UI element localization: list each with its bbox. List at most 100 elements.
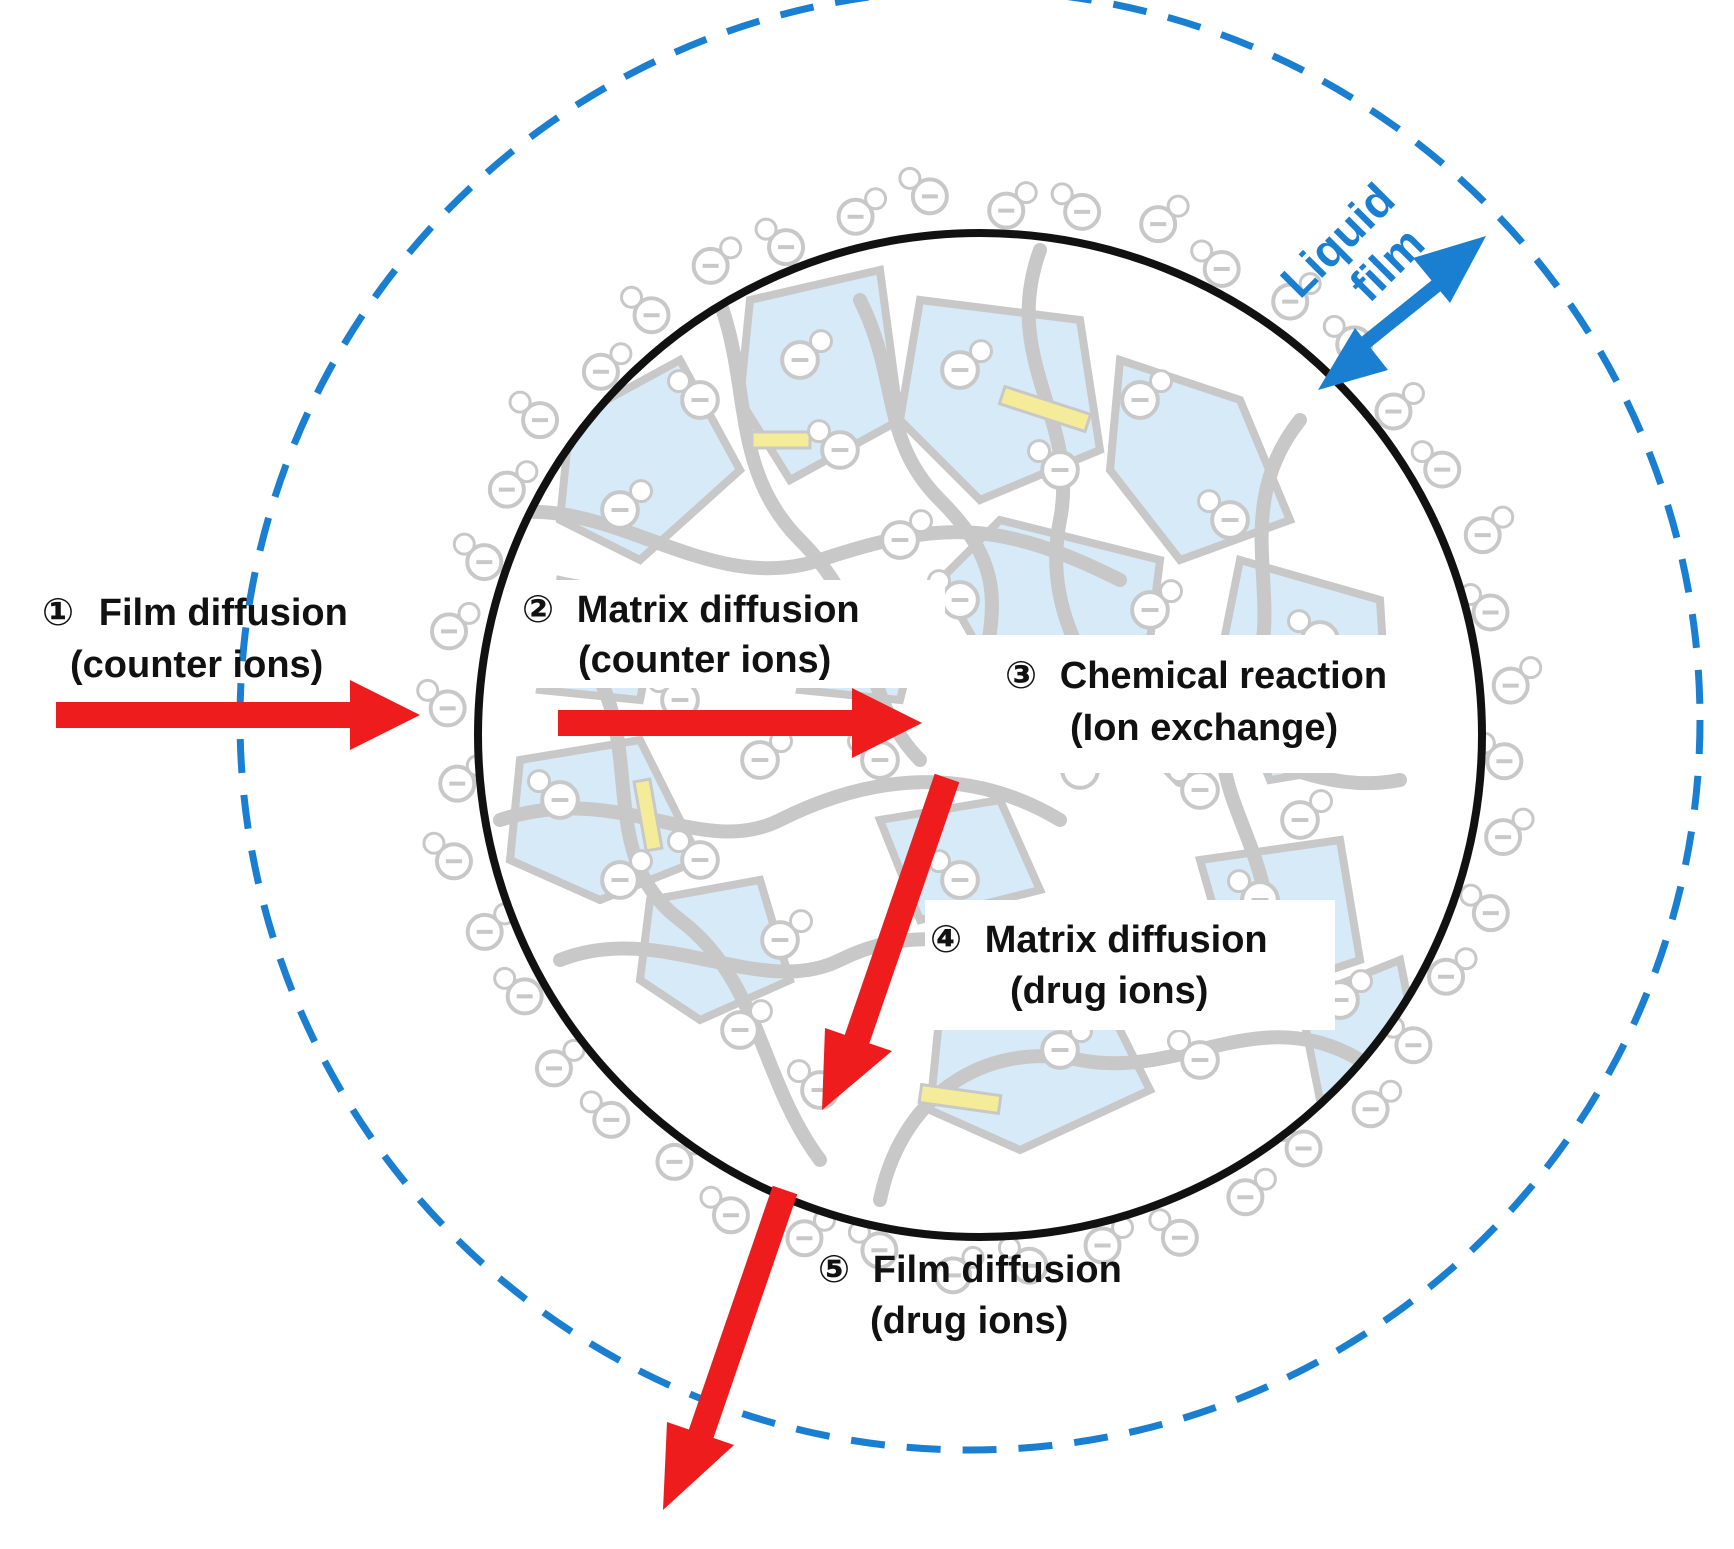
- ion-pair: [508, 390, 560, 440]
- step-3-number: ③: [1005, 655, 1037, 697]
- ion-pair: [452, 532, 504, 582]
- ion-pair: [1459, 883, 1510, 933]
- ion-pair: [600, 479, 653, 530]
- step-3-label-background: [945, 635, 1430, 773]
- ion-pair: [880, 509, 933, 560]
- ion-pair: [1271, 272, 1322, 321]
- counter-ion: [789, 909, 813, 934]
- ion-pair: [1463, 505, 1515, 555]
- counter-ion: [1050, 182, 1074, 206]
- step-4-number: ④: [930, 919, 962, 961]
- ion-pair: [847, 1220, 899, 1270]
- step-4-detail: (drug ions): [1010, 970, 1208, 1012]
- polymer-chain: [693, 253, 927, 767]
- ion-pair: [1226, 1167, 1277, 1217]
- ion-pair: [487, 460, 539, 509]
- ion-pair: [600, 849, 653, 900]
- step-2-number: ②: [522, 589, 554, 631]
- ion-pair: [1148, 1208, 1199, 1257]
- counter-ion: [864, 187, 888, 211]
- polymer-chain: [493, 775, 1067, 839]
- ion-pair: [620, 285, 671, 335]
- ion-pair: [760, 909, 813, 960]
- counter-ion: [1309, 789, 1333, 814]
- ion-pair: [1374, 381, 1425, 431]
- ion-pair: [1410, 440, 1462, 489]
- step-5-arrow: [663, 1185, 798, 1510]
- counter-ion: [969, 339, 993, 364]
- resin-bead-outline: [474, 229, 1486, 1241]
- step-2-label-background: [515, 580, 945, 688]
- step-5-detail: (drug ions): [870, 1300, 1068, 1342]
- step-5-label: ⑤ Film diffusion (drug ions): [818, 1249, 1132, 1342]
- step-1-arrow: [56, 680, 420, 750]
- counter-ion: [1410, 440, 1434, 464]
- step-3-title: Chemical reaction: [1060, 655, 1387, 697]
- counter-ion: [898, 166, 922, 190]
- step-2-title: Matrix diffusion: [577, 589, 860, 631]
- counter-ion: [1253, 1167, 1277, 1191]
- ion-pair: [581, 342, 633, 391]
- crosslink: [917, 1082, 1003, 1116]
- step-2-arrow: [558, 688, 922, 758]
- counter-ion: [1148, 1208, 1172, 1232]
- ion-pair: [422, 831, 473, 881]
- counter-ion: [909, 509, 933, 534]
- counter-ion: [609, 342, 633, 366]
- step-4-title: Matrix diffusion: [985, 919, 1268, 961]
- ion-pair: [416, 678, 467, 728]
- ion-pair: [754, 217, 806, 267]
- counter-ion: [1459, 883, 1483, 907]
- counter-ion: [667, 829, 691, 854]
- ion-pair: [933, 1245, 985, 1295]
- liquid-film-boundary: [236, 0, 1704, 1454]
- polymer-chain: [853, 293, 999, 687]
- ion-pair: [940, 339, 993, 390]
- step-1-label: ① Film diffusion (counter ions): [42, 592, 358, 686]
- ion-pair: [691, 236, 743, 285]
- counter-ion: [1190, 239, 1214, 263]
- ion-pair: [1351, 1079, 1403, 1129]
- liquid-film-double-arrow: [1345, 267, 1457, 361]
- ion-pair: [527, 769, 580, 820]
- counter-ion: [452, 532, 476, 556]
- ion-pair: [1139, 194, 1190, 244]
- counter-ion: [1287, 609, 1311, 634]
- ion-pair: [987, 181, 1038, 230]
- counter-ion: [699, 1185, 723, 1209]
- ion-pair: [1050, 182, 1102, 231]
- step-4-label-background: [925, 900, 1335, 1030]
- ion-pair: [898, 166, 949, 216]
- crosslink: [997, 384, 1093, 434]
- counter-ion: [1349, 969, 1373, 994]
- step-2-detail: (counter ions): [578, 639, 831, 681]
- ion-pair: [1458, 582, 1510, 632]
- counter-ion: [629, 479, 653, 504]
- ion-pair: [1280, 789, 1333, 840]
- crosslink: [750, 430, 812, 450]
- polymer-chain: [593, 673, 827, 1167]
- ion-pair: [1120, 369, 1173, 420]
- ion-pair: [430, 601, 481, 651]
- counter-ion: [787, 1059, 811, 1084]
- ion-pair: [807, 419, 860, 470]
- counter-ion: [508, 390, 532, 414]
- counter-ion: [754, 217, 778, 241]
- counter-ion: [1322, 314, 1346, 338]
- ion-pair: [493, 966, 544, 1016]
- counter-ion: [1491, 505, 1515, 529]
- ion-pair: [1491, 656, 1543, 705]
- counter-ion: [1511, 807, 1535, 831]
- counter-ion: [515, 460, 539, 484]
- counter-ion: [422, 831, 446, 855]
- step-4-arrow: [822, 773, 960, 1110]
- liquid-film-arrowhead-out: [1413, 236, 1486, 303]
- ion-pair: [579, 1090, 631, 1139]
- ion-pair: [699, 1185, 750, 1235]
- ion-pair: [1027, 439, 1080, 490]
- counter-ion: [1014, 181, 1038, 205]
- ion-pair: [1427, 947, 1478, 996]
- step-3-label: ③ Chemical reaction (Ion exchange): [1005, 655, 1398, 749]
- ion-pair: [997, 1236, 1049, 1285]
